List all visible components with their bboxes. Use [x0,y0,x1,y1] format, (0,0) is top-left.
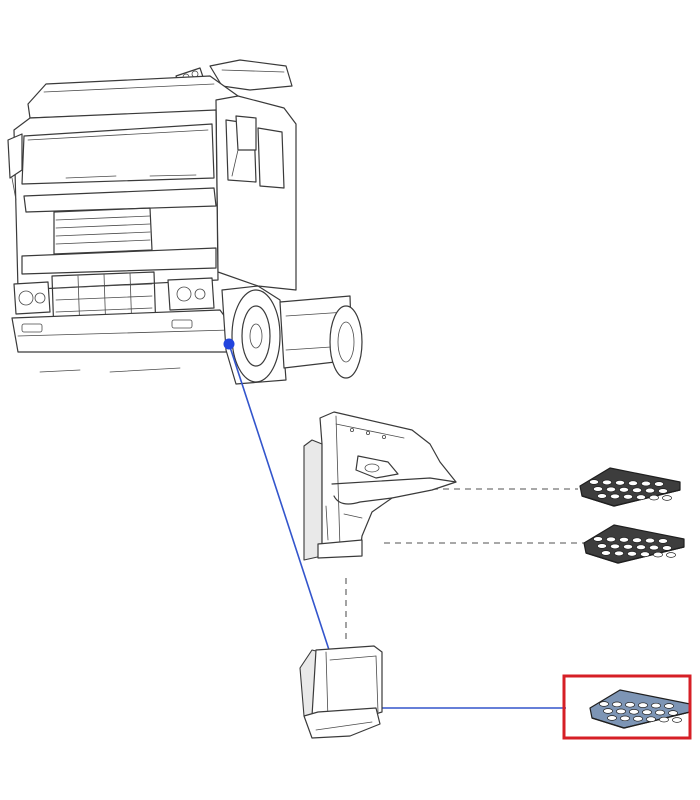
grate-hole [638,702,648,708]
grate-hole [627,551,637,557]
grate-hole [640,551,650,557]
grate-hole [645,487,655,494]
connector-dot-cab [223,338,235,350]
grate-hole [658,488,668,494]
grate-hole [606,486,616,493]
grate-hole [599,701,609,707]
step-grate-middle[interactable] [583,524,685,564]
step-grate-upper[interactable] [579,467,681,507]
grate-hole [649,494,659,501]
grate-hole [623,544,633,550]
grate-hole [597,543,607,549]
grate-hole [619,537,629,543]
grate-hole [620,715,630,722]
selected-part-highlight-frame [562,674,692,740]
grate-hole [628,480,638,486]
grate-hole [659,716,669,723]
connector-lines [223,338,566,715]
grate-hole [593,486,603,492]
grate-hole [655,709,665,716]
grate-hole [658,538,668,544]
grate-hole [653,551,663,558]
grate-hole [602,479,612,486]
grate-hole [668,710,678,716]
grate-hole [672,717,682,723]
grate-hole [636,494,646,500]
blue-connector-line [228,343,349,709]
grate-hole [666,552,676,558]
grate-hole [610,543,620,550]
grate-hole [589,479,599,485]
grate-hole [641,480,651,487]
grate-hole [601,550,611,556]
grate-front-edge [591,711,691,729]
grate-hole [619,487,629,493]
grate-hole [629,709,639,715]
step-grate-selected[interactable] [589,689,691,729]
grate-hole [625,702,635,708]
dashed-guide-lines [345,488,586,640]
grate-hole [610,493,620,500]
grate-hole [662,545,672,551]
grate-hole [614,550,624,557]
grate-hole [603,708,613,714]
grate-hole [632,487,642,493]
grate-hole [607,715,617,721]
grate-hole [606,536,616,543]
grate-hole [645,537,655,544]
grate-hole [616,708,626,715]
grate-hole [612,701,622,708]
lower-step-housing-illustration [299,645,383,739]
grate-hole [623,494,633,500]
upper-step-housing-illustration [303,411,457,561]
grate-hole [615,480,625,486]
grate-front-edge [585,546,685,564]
grate-hole [633,716,643,722]
grate-hole [662,495,672,501]
grate-hole [642,709,652,715]
grate-hole [654,481,664,487]
grate-hole [636,544,646,550]
grate-hole [664,703,674,709]
grate-hole [597,493,607,499]
grate-front-edge [581,489,681,507]
grate-hole [649,544,659,551]
grate-hole [632,537,642,543]
grate-hole [593,536,603,542]
truck-cab-illustration [7,59,363,385]
grate-hole [651,702,661,709]
grate-hole [646,716,656,722]
